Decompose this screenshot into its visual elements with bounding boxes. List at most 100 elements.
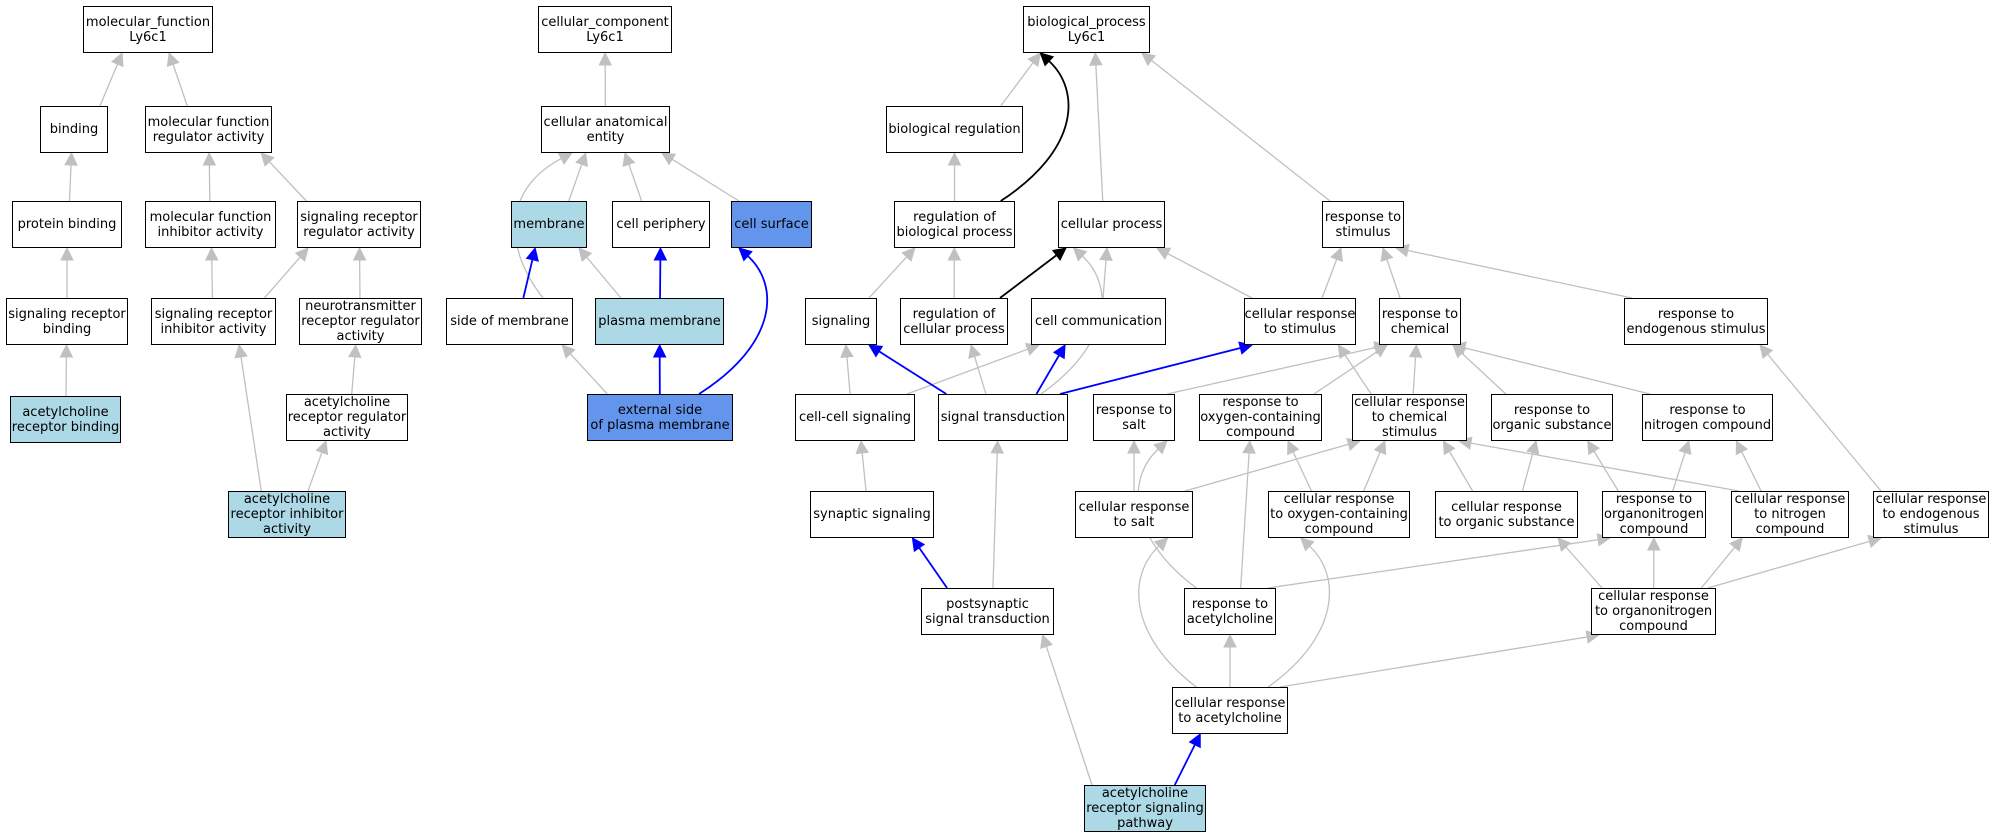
- go-edge-arrowhead: [1735, 439, 1749, 456]
- go-edge-arrowhead: [947, 246, 962, 261]
- go-term-label-line: compound: [1619, 522, 1689, 537]
- go-edge-line: [1672, 452, 1686, 492]
- go-term-label-line: response to: [1324, 209, 1402, 225]
- go-edge-line: [1095, 64, 1104, 202]
- go-edge-arrowhead: [64, 151, 78, 166]
- go-edge-line: [240, 356, 262, 492]
- go-term-node: signaling: [805, 298, 877, 345]
- go-edge-arrowhead: [622, 151, 636, 168]
- go-edge-arrowhead: [855, 439, 869, 455]
- go-term-label-line: plasma membrane: [598, 314, 721, 329]
- go-term-label-line: receptor regulator: [287, 410, 407, 425]
- go-edge-line: [1000, 62, 1034, 107]
- go-edge-arrowhead: [202, 151, 217, 166]
- go-edge-arrowhead: [347, 343, 362, 359]
- go-edge-arrowhead: [868, 344, 884, 358]
- go-term-label-line: biological process: [896, 224, 1013, 240]
- go-edge-arrowhead: [1372, 344, 1388, 358]
- go-term-node: cell communication: [1031, 298, 1166, 345]
- go-edge-line: [1767, 353, 1882, 492]
- go-term-label-line: cellular response: [1875, 492, 1987, 507]
- go-term-label-line: cellular response: [1244, 306, 1356, 322]
- go-edge-line: [1565, 546, 1603, 589]
- go-edge-arrowhead: [1373, 439, 1387, 456]
- go-edge-arrowhead: [352, 246, 367, 261]
- go-edge-arrowhead: [1287, 439, 1300, 456]
- go-edge-arrowhead: [653, 246, 668, 261]
- go-term-node: cellular process: [1058, 201, 1165, 248]
- go-edge-line: [586, 256, 622, 299]
- go-term-label-line: cell-cell signaling: [798, 410, 912, 425]
- go-edge-line: [1470, 442, 1740, 492]
- go-term-label-line: acetylcholine: [243, 492, 331, 507]
- go-term-label-line: to oxygen-containing: [1270, 507, 1408, 522]
- go-term-label-line: cellular response: [1354, 395, 1465, 410]
- go-edge-arrowhead: [578, 247, 593, 262]
- go-edge-arrowhead: [1127, 439, 1141, 454]
- go-edge-line: [1240, 452, 1250, 589]
- go-term-label-line: cellular anatomical: [543, 114, 668, 130]
- go-edge-line: [1461, 352, 1507, 395]
- go-term-label-line: response to: [1669, 402, 1746, 418]
- go-edge-arrowhead: [575, 151, 588, 168]
- go-term-label-line: signaling receptor: [154, 306, 273, 322]
- go-edge-line: [1344, 354, 1372, 395]
- go-edge-arrowhead: [1242, 439, 1256, 454]
- go-term-label-line: stimulus: [1381, 425, 1437, 440]
- go-edge-line: [1292, 451, 1313, 492]
- go-term-label-line: compound: [1619, 619, 1688, 634]
- go-edge-line: [1741, 451, 1762, 492]
- go-term-label-line: oxygen-containing: [1200, 410, 1321, 425]
- go-edge-line: [1321, 258, 1338, 299]
- go-edge-line: [992, 452, 998, 589]
- go-term-label-line: of plasma membrane: [590, 417, 730, 433]
- go-term-label-line: cellular process: [1060, 217, 1163, 232]
- go-term-node: cell periphery: [612, 201, 710, 248]
- go-term-label-line: inhibitor activity: [160, 321, 267, 337]
- go-term-label-line: signaling receptor: [8, 306, 126, 322]
- go-term-label-line: cellular response: [1734, 492, 1846, 507]
- go-edge-line: [671, 158, 740, 202]
- go-edge-arrowhead: [1330, 246, 1343, 263]
- go-edge-line: [1707, 540, 1870, 589]
- go-term-label-line: receptor inhibitor: [230, 507, 344, 522]
- go-edge-arrowhead: [234, 343, 248, 359]
- go-edge-arrowhead: [1557, 537, 1572, 552]
- go-edge-arrowhead: [1678, 439, 1692, 455]
- go-edge-arrowhead: [1052, 344, 1066, 360]
- go-edge-line: [569, 353, 608, 395]
- go-term-label-line: neurotransmitter: [305, 299, 416, 314]
- go-edge-arrowhead: [1223, 633, 1237, 648]
- go-edge-arrowhead: [1526, 439, 1540, 455]
- go-edge-arrowhead: [1442, 440, 1456, 456]
- go-edge-line: [1184, 443, 1349, 492]
- go-term-label-line: cell surface: [734, 217, 809, 232]
- go-term-label-line: cellular response: [1598, 589, 1709, 604]
- go-edge-arrowhead: [1300, 537, 1315, 552]
- go-edge-line: [878, 350, 947, 395]
- go-term-label-line: salt: [1122, 417, 1146, 433]
- go-edge-line: [68, 164, 72, 202]
- go-edge-line: [1138, 545, 1197, 688]
- go-term-label-line: receptor binding: [11, 419, 120, 435]
- go-term-label-line: to organonitrogen: [1594, 604, 1713, 619]
- go-term-node: signal transduction: [938, 394, 1068, 441]
- go-edge-arrowhead: [1337, 344, 1351, 360]
- go-edge-line: [1173, 744, 1196, 786]
- go-term-label-line: inhibitor activity: [157, 224, 264, 240]
- go-term-label-line: molecular_function: [85, 14, 211, 30]
- go-edge-arrowhead: [557, 152, 573, 165]
